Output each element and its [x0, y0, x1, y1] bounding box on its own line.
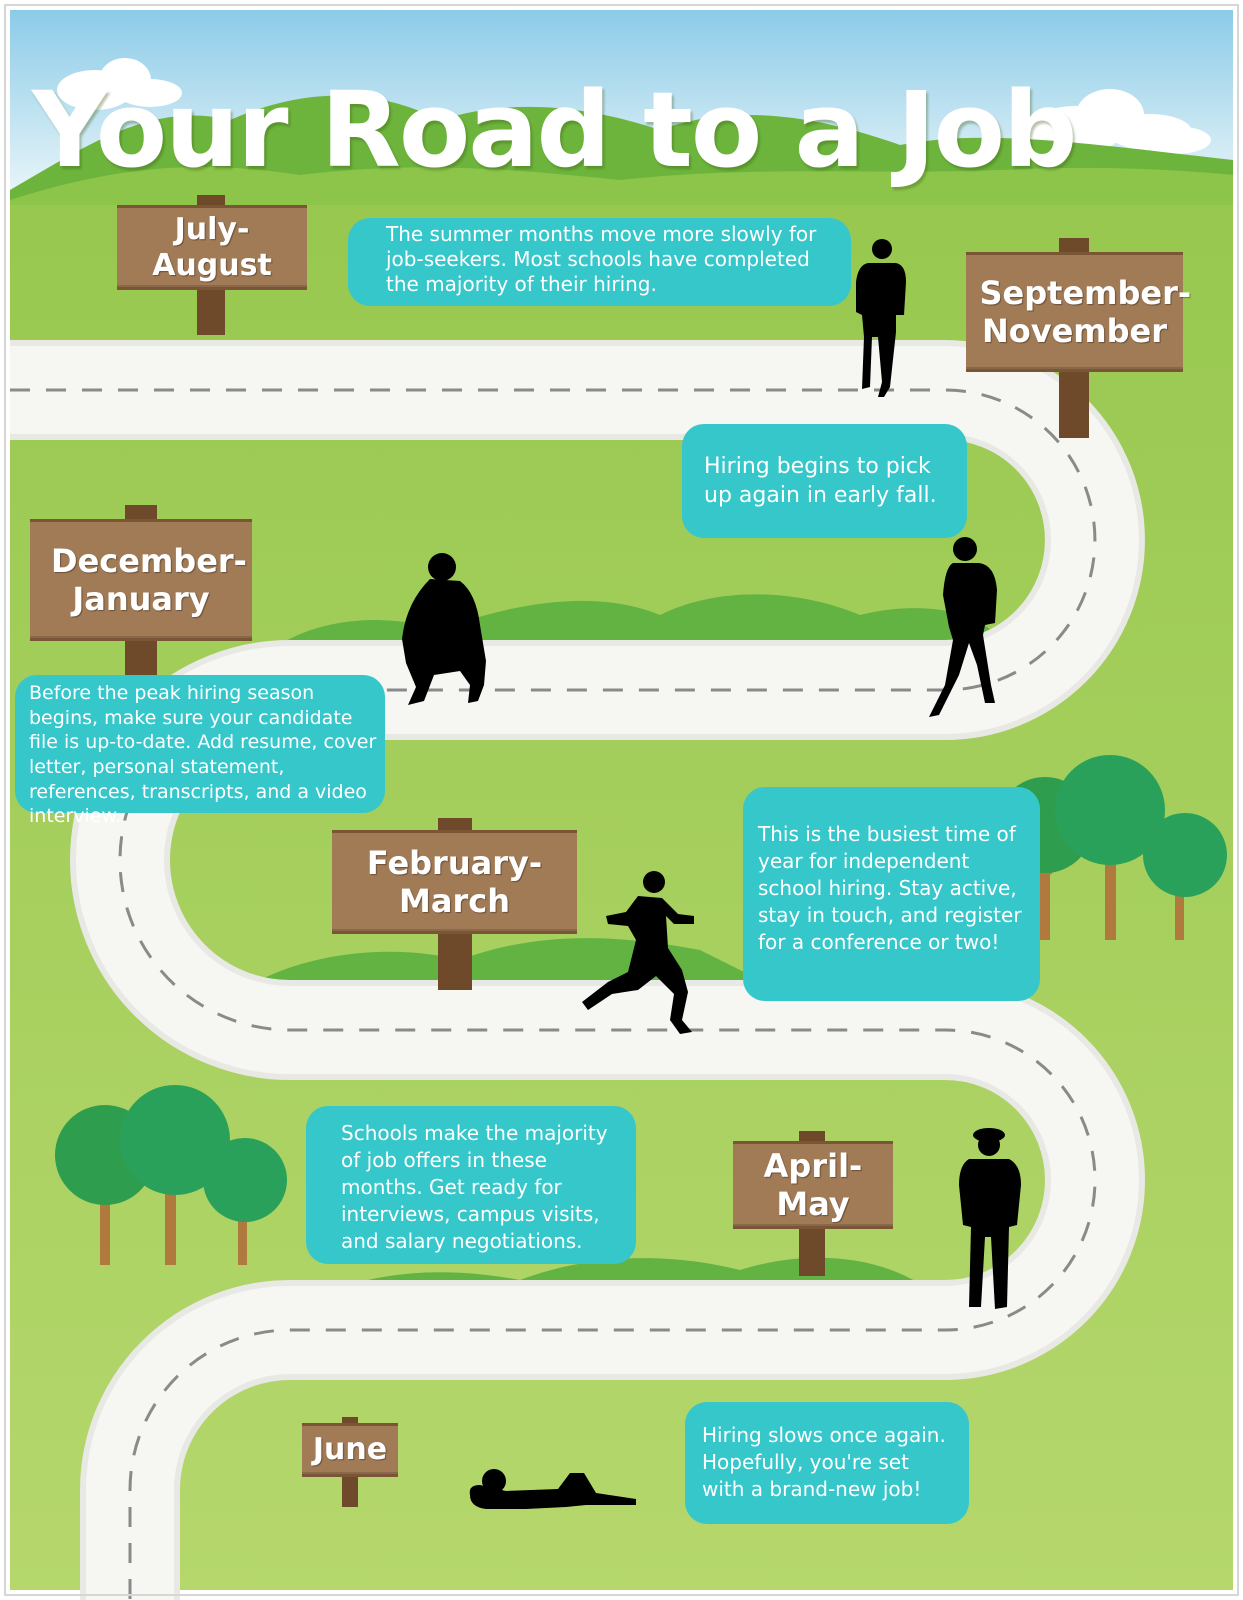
sign-label: June: [312, 1432, 388, 1467]
sign-board: April-May: [733, 1141, 893, 1229]
sign-label: February-March: [366, 843, 543, 920]
frame-border: [4, 4, 1239, 1596]
sign-april-may: April-May: [733, 1131, 893, 1276]
sign-board: February-March: [332, 830, 577, 934]
page-title: Your Road to a Job: [32, 69, 1077, 191]
sign-label: July-August: [152, 211, 272, 283]
cloud-icon: [57, 58, 182, 110]
tree-icon: [1055, 755, 1165, 940]
sign-december-january: December-January: [30, 505, 252, 675]
crouching-person-icon: [402, 553, 486, 705]
sign-board: September-November: [966, 252, 1192, 372]
info-bubble-february-march: This is the busiest time of year for ind…: [743, 787, 1040, 1001]
sign-september-november: September-November: [966, 238, 1192, 438]
sign-label: April-May: [763, 1146, 863, 1223]
info-bubble-december-january: Before the peak hiring season begins, ma…: [15, 675, 385, 827]
walking-backpack-person-icon: [929, 537, 997, 717]
sign-label: December-January: [51, 541, 247, 618]
info-bubble-april-may: Schools make the majority of job offers …: [306, 1106, 636, 1264]
info-bubble-june: Hiring slows once again. Hopefully, you'…: [685, 1402, 969, 1524]
sign-july-august: July-August: [117, 195, 307, 335]
sign-board: July-August: [117, 205, 307, 290]
info-bubble-september-november: Hiring begins to pick up again in early …: [682, 424, 967, 538]
tree-icon: [120, 1085, 230, 1265]
sign-board: June: [302, 1423, 398, 1477]
sign-board: December-January: [30, 519, 252, 641]
walking-person-icon: [856, 239, 906, 397]
running-person-icon: [582, 871, 694, 1034]
sign-label: September-November: [979, 273, 1192, 350]
sign-june: June: [302, 1417, 398, 1507]
cloud-icon: [1027, 89, 1211, 154]
sign-february-march: February-March: [332, 818, 577, 990]
tree-icon: [1143, 813, 1227, 940]
tree-icon: [203, 1138, 287, 1265]
road-center-line: [10, 388, 1097, 1600]
standing-person-icon: [959, 1128, 1021, 1309]
lying-person-icon: [469, 1469, 636, 1509]
info-bubble-july-august: The summer months move more slowly for j…: [348, 218, 851, 306]
